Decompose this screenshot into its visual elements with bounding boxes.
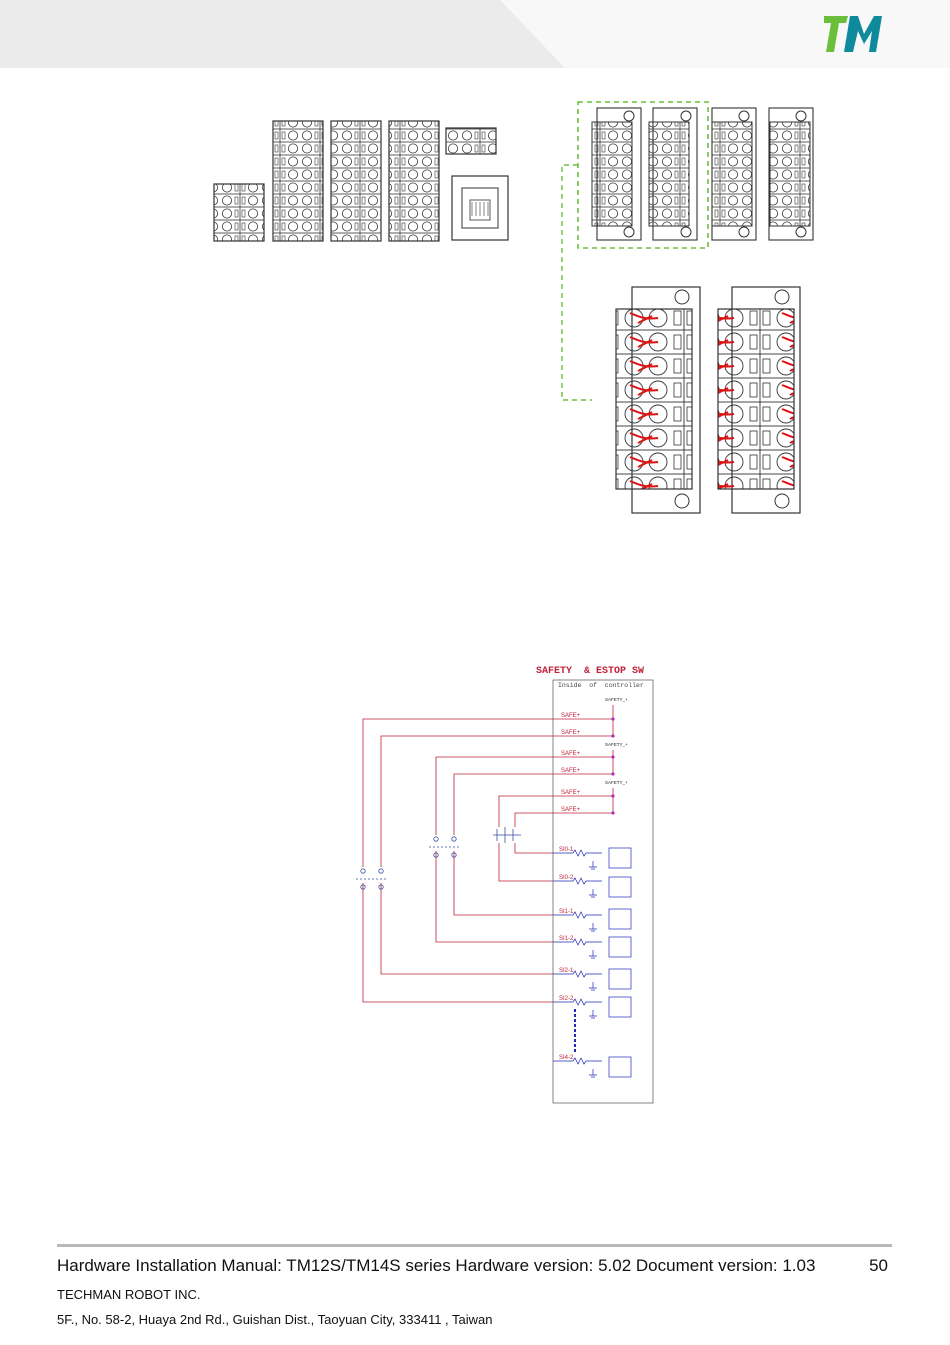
connector-enlarged-1	[615, 286, 701, 514]
pin-label: SAFE+	[561, 751, 581, 757]
company-address: 5F., No. 58-2, Huaya 2nd Rd., Guishan Di…	[57, 1312, 493, 1327]
input-label: SI2-1	[559, 968, 574, 974]
connector-flanged-1	[591, 107, 642, 241]
connector-8row-b	[330, 120, 382, 242]
pin-label: SAFE+	[561, 730, 581, 736]
connector-8row-c	[388, 120, 440, 242]
highlight-callout	[561, 101, 709, 401]
input-label: SI4-2	[559, 1055, 574, 1061]
input-label: SI1-1	[559, 909, 574, 915]
footer-title: Hardware Installation Manual: TM12S/TM14…	[57, 1256, 816, 1275]
controller-box	[552, 679, 654, 1104]
net-label: SAFETY_+	[605, 742, 628, 747]
footer-rule	[57, 1244, 892, 1247]
company-name: TECHMAN ROBOT INC.	[57, 1287, 201, 1302]
page-number: 50	[869, 1256, 888, 1275]
external-wiring	[362, 718, 553, 1003]
rj45-connector	[451, 175, 509, 241]
page-header	[0, 0, 950, 68]
pin-label: SAFE+	[561, 768, 581, 774]
pin-label: SAFE+	[561, 807, 581, 813]
ground-symbols	[589, 861, 597, 1078]
tm-logo	[824, 16, 882, 52]
connector-flanged-3	[711, 107, 757, 241]
safety-estop-schematic: SAFETY & ESTOP SW Inside of controller S…	[356, 666, 654, 1104]
connector-flanged-4	[768, 107, 814, 241]
input-label: SI1-2	[559, 936, 574, 942]
schematic-title: SAFETY & ESTOP SW	[536, 666, 644, 677]
net-label: SAFETY_+	[605, 697, 628, 702]
connector-2row	[445, 127, 497, 155]
connector-small-4row	[213, 183, 265, 242]
connector-8row-a	[272, 120, 324, 242]
input-label: SI2-2	[559, 996, 574, 1002]
switch-contacts	[356, 827, 521, 890]
net-label: SAFETY_+	[605, 780, 628, 785]
input-label: SI0-2	[559, 875, 574, 881]
pin-label: SAFE+	[561, 713, 581, 719]
schematic-subtitle: Inside of controller	[558, 682, 644, 689]
junction-dots	[611, 717, 615, 815]
connector-figure	[213, 101, 814, 514]
input-label: SI0-1	[559, 847, 574, 853]
connector-enlarged-2	[717, 286, 801, 514]
input-channels	[553, 847, 632, 1078]
connector-flanged-2	[648, 107, 698, 241]
safe-plus-lines	[553, 705, 614, 814]
pin-label: SAFE+	[561, 790, 581, 796]
